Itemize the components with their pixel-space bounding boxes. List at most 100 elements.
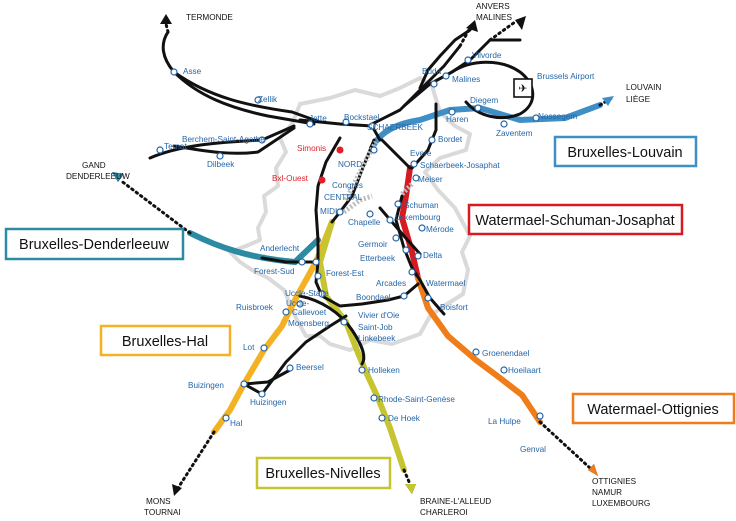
- label-luxembourg: Luxembourg: [395, 213, 441, 222]
- legend-nivelles: Bruxelles-Nivelles: [255, 456, 392, 490]
- legend-hal: Bruxelles-Hal: [99, 324, 232, 357]
- dest-braine: BRAINE-L'ALLEUD: [420, 497, 491, 506]
- label-watermael: Watermael: [426, 279, 465, 288]
- destination-labels: TERMONDE ANVERS MALINES LOUVAIN LIÈGE GA…: [66, 2, 661, 517]
- label-holleken: Holleken: [368, 366, 400, 375]
- label-linkebeek: Linkebeek: [358, 334, 396, 343]
- label-merode: Mérode: [426, 225, 454, 234]
- label-jette: Jette: [309, 114, 327, 123]
- legend-louvain-label: Bruxelles-Louvain: [567, 145, 682, 161]
- label-uccle-callevoet: Uccle- Callevoet: [286, 299, 327, 317]
- label-etterbeek: Etterbeek: [360, 254, 396, 263]
- label-bxl-ouest: Bxl-Ouest: [272, 174, 309, 183]
- brussels-region: [228, 76, 472, 352]
- label-vilvorde: Vilvorde: [472, 51, 502, 60]
- label-congres: Congrès: [332, 181, 363, 190]
- legend-hal-label: Bruxelles-Hal: [122, 334, 208, 350]
- arrow-mons-icon: [172, 484, 182, 496]
- junction-tunnel: [343, 140, 379, 202]
- label-brussels-airport: Brussels Airport: [537, 72, 595, 81]
- label-nossegem: Nossegem: [538, 112, 577, 121]
- label-la-hulpe: La Hulpe: [488, 417, 521, 426]
- legend-louvain: Bruxelles-Louvain: [553, 135, 698, 168]
- legend-wsj-label: Watermael-Schuman-Josaphat: [475, 213, 674, 229]
- label-germoir: Germoir: [358, 240, 388, 249]
- dest-ottignies: OTTIGNIES: [592, 477, 637, 486]
- label-uccle-stalle: Uccle-Stalle: [285, 289, 329, 298]
- dest-luxembourg: LUXEMBOURG: [592, 499, 650, 508]
- label-moensberg: Moensberg: [288, 319, 329, 328]
- label-de-hoek: De Hoek: [388, 414, 421, 423]
- label-nord: NORD: [338, 160, 362, 169]
- label-diegem: Diegem: [470, 96, 498, 105]
- dest-mons: MONS: [146, 497, 171, 506]
- dest-denderleeuw: DENDERLEEUW: [66, 172, 130, 181]
- label-hal: Hal: [230, 419, 242, 428]
- label-zellik: Zellik: [258, 95, 278, 104]
- dest-tournai: TOURNAI: [144, 508, 181, 517]
- label-midi: MIDI: [320, 207, 337, 216]
- label-central: CENTRAL: [324, 193, 363, 202]
- label-schaerbeek-josaphat: Schaerbeek-Josaphat: [420, 161, 500, 170]
- dest-anvers: ANVERS: [476, 2, 510, 11]
- label-dilbeek: Dilbeek: [207, 160, 235, 169]
- arrow-denderleeuw-icon: [112, 172, 124, 182]
- red-station-markers: [318, 146, 344, 184]
- label-malines-st: Malines: [452, 75, 480, 84]
- label-berchem: Berchem-Saint-Agathe: [182, 135, 265, 144]
- label-boondael: Boondael: [356, 293, 391, 302]
- arrow-malines-icon: [515, 16, 526, 30]
- label-huizingen: Huizingen: [250, 398, 287, 407]
- label-meiser: Meiser: [418, 175, 443, 184]
- label-anderlecht: Anderlecht: [260, 244, 300, 253]
- station-markers: [156, 56, 544, 422]
- label-ruisbroek: Ruisbroek: [236, 303, 274, 312]
- label-rhode: Rhode-Saint-Genèse: [378, 395, 455, 404]
- label-saint-job: Saint-Job: [358, 323, 393, 332]
- line-nivelles: [316, 219, 407, 473]
- station-labels: Asse Zellik Jette Bockstael SCHAERBEEK B…: [164, 51, 595, 454]
- label-groenendael: Groenendael: [482, 349, 530, 358]
- label-evere: Evere: [410, 149, 432, 158]
- svg-text:✈: ✈: [518, 82, 527, 95]
- label-vivier: Vivier d'Oie: [358, 311, 400, 320]
- label-bordet: Bordet: [438, 135, 463, 144]
- label-boisfort: Boisfort: [440, 303, 468, 312]
- dotted-extensions: [118, 20, 614, 490]
- arrow-nivelles-icon: [405, 484, 416, 494]
- arrow-louvain-icon: [602, 96, 614, 106]
- label-hoeilaart: Hoeilaart: [508, 366, 541, 375]
- label-arcades: Arcades: [376, 279, 406, 288]
- label-simonis: Simonis: [297, 144, 326, 153]
- legend-denderleeuw-label: Bruxelles-Denderleeuw: [19, 237, 169, 253]
- arrow-ottignies-colored-icon: [588, 464, 598, 476]
- airport-icon: ✈: [513, 78, 533, 98]
- label-haren: Haren: [446, 115, 469, 124]
- label-genval: Genval: [520, 445, 546, 454]
- dest-charleroi: CHARLEROI: [420, 508, 468, 517]
- line-hal: [211, 219, 335, 435]
- label-forest-sud: Forest-Sud: [254, 267, 295, 276]
- label-buizingen: Buizingen: [188, 381, 224, 390]
- legend-wsj: Watermael-Schuman-Josaphat: [467, 203, 684, 236]
- legend-ottignies: Watermael-Ottignies: [571, 392, 736, 425]
- legend-nivelles-label: Bruxelles-Nivelles: [265, 466, 380, 482]
- label-asse: Asse: [183, 67, 202, 76]
- label-ternat: Ternat: [164, 142, 187, 151]
- dest-louvain: LOUVAIN: [626, 83, 661, 92]
- line-louvain: [369, 102, 603, 151]
- legend-ottignies-label: Watermael-Ottignies: [587, 402, 719, 418]
- dest-gand: GAND: [82, 161, 106, 170]
- arrow-anvers-icon: [466, 20, 478, 32]
- label-chapelle: Chapelle: [348, 218, 381, 227]
- dest-malines: MALINES: [476, 13, 512, 22]
- label-beersel: Beersel: [296, 363, 324, 372]
- label-schaerbeek: SCHAERBEEK: [367, 123, 424, 132]
- label-forest-est: Forest-Est: [326, 269, 364, 278]
- label-schuman: Schuman: [404, 201, 439, 210]
- arrow-termonde-icon: [160, 14, 172, 24]
- junction-tunnel-2: [342, 193, 373, 214]
- label-uccle-part1: Uccle-: [286, 299, 309, 308]
